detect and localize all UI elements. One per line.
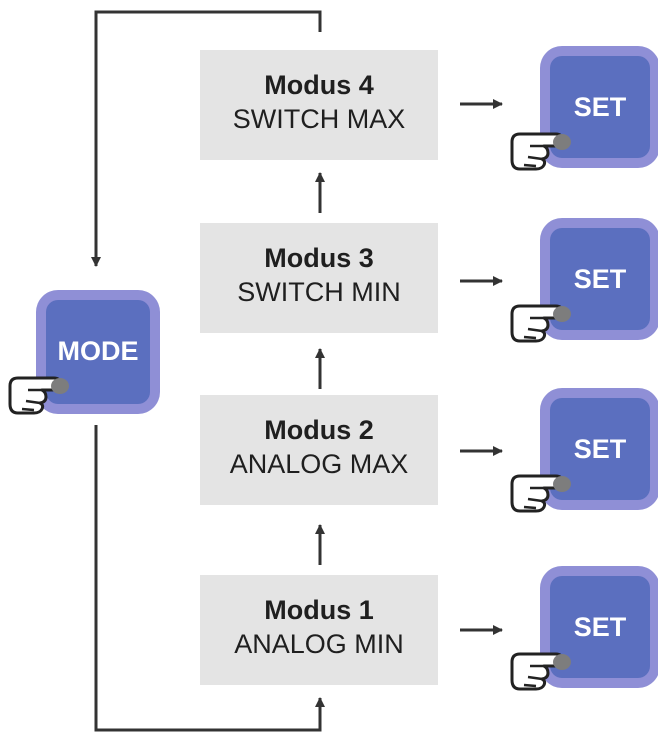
set-button-label: SET: [573, 264, 627, 294]
set-button-label: SET: [573, 92, 627, 122]
set-button-modus-2[interactable]: SET: [540, 388, 658, 510]
pointing-hand-icon: [510, 304, 571, 343]
modus-3-title: Modus 3: [264, 243, 374, 273]
modus-4-title: Modus 4: [264, 70, 374, 100]
modus-1-box: Modus 1 ANALOG MIN: [200, 575, 438, 685]
modus-4-subtitle: SWITCH MAX: [232, 104, 406, 134]
pointing-hand-icon: [510, 652, 571, 691]
set-button-label: SET: [573, 612, 627, 642]
modus-3-box: Modus 3 SWITCH MIN: [200, 223, 438, 333]
modus-1-subtitle: ANALOG MIN: [234, 629, 404, 659]
modus-2-title: Modus 2: [264, 415, 374, 445]
loop-line-bottom: [94, 425, 325, 732]
pointing-hand-icon: [510, 474, 571, 513]
pointing-hand-icon: [510, 132, 571, 171]
modus-2-subtitle: ANALOG MAX: [229, 449, 409, 479]
set-button-label: SET: [573, 434, 627, 464]
pointing-hand-icon: [8, 376, 69, 415]
set-button-modus-3[interactable]: SET: [540, 218, 658, 340]
modus-1-title: Modus 1: [264, 595, 374, 625]
mode-button-label: MODE: [57, 336, 139, 366]
modus-2-box: Modus 2 ANALOG MAX: [200, 395, 438, 505]
loop-line-top: [91, 10, 322, 267]
modus-3-subtitle: SWITCH MIN: [237, 277, 401, 307]
modus-4-box: Modus 4 SWITCH MAX: [200, 50, 438, 160]
